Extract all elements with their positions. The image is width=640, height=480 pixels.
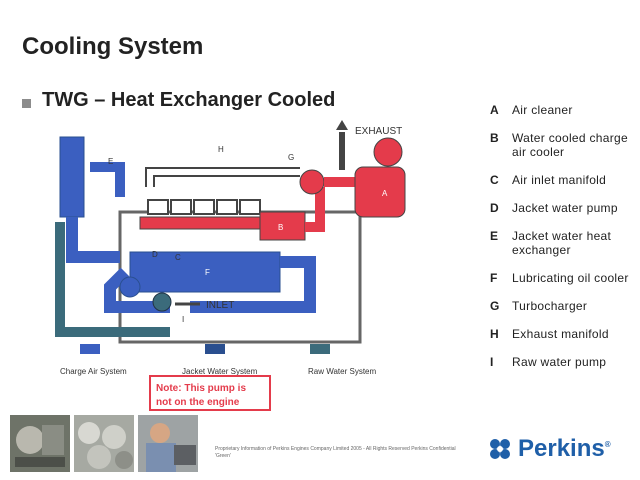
bullet-marker: [22, 99, 31, 108]
charge-air-cooler: [259, 211, 306, 241]
page-subtitle: TWG – Heat Exchanger Cooled: [42, 89, 336, 111]
legend-text-h: Exhaust manifold: [512, 327, 609, 341]
engine-photo-1: [10, 415, 70, 472]
letter-i: I: [182, 315, 184, 324]
legend-text-a: Air cleaner: [512, 103, 573, 117]
jacket-water-pump: [119, 276, 141, 298]
engineer-photo: [138, 415, 198, 472]
letter-g: G: [288, 153, 294, 162]
legend-item-h: H Exhaust manifold: [490, 327, 635, 341]
oil-cooler: [129, 251, 281, 293]
page-title: Cooling System: [22, 33, 204, 60]
legend-item-f: F Lubricating oil cooler: [490, 271, 635, 285]
letter-a: A: [382, 189, 388, 198]
legend-item-i: I Raw water pump: [490, 355, 635, 369]
air-inlet-manifold: [139, 216, 261, 230]
legend-text-d: Jacket water pump: [512, 201, 618, 215]
legend-item-g: G Turbocharger: [490, 299, 635, 313]
legend-text-i: Raw water pump: [512, 355, 607, 369]
legend-key-i: I: [490, 355, 494, 369]
component-legend: A Air cleaner B Water cooled charge air co…: [490, 103, 635, 383]
legend-item-d: D Jacket water pump: [490, 201, 635, 215]
air-cleaner: [354, 166, 406, 218]
heat-exchanger: [59, 136, 85, 218]
legend-item-e: E Jacket water heat exchanger: [490, 229, 635, 257]
legend-key-h: H: [490, 327, 499, 341]
perkins-logo-icon: [490, 439, 510, 459]
legend-key-c: C: [490, 173, 499, 187]
exhaust-label: EXHAUST: [355, 126, 402, 137]
letter-f: F: [205, 268, 210, 277]
letter-b: B: [278, 223, 283, 232]
turbocharger: [299, 169, 325, 195]
jacket-water-label: Jacket Water System: [182, 367, 258, 376]
note-line-2: not on the engine: [156, 397, 240, 408]
legend-key-b: B: [490, 131, 499, 145]
charge-air-label: Charge Air System: [60, 367, 127, 376]
engine-photo-2: [74, 415, 134, 472]
legend-text-b: Water cooled charge air cooler: [512, 131, 628, 159]
jacket-water-swatch: [205, 344, 225, 354]
raw-water-pump: [152, 292, 172, 312]
legend-key-a: A: [490, 103, 499, 117]
note-box: [149, 375, 271, 411]
legend-item-b: B Water cooled charge air cooler: [490, 131, 635, 159]
letter-e: E: [108, 157, 113, 166]
legend-text-c: Air inlet manifold: [512, 173, 607, 187]
legend-key-d: D: [490, 201, 499, 215]
legend-item-c: C Air inlet manifold: [490, 173, 635, 187]
perkins-wordmark: Perkins®: [518, 435, 611, 462]
inlet-label: INLET: [206, 300, 234, 311]
letter-h: H: [218, 145, 224, 154]
raw-water-swatch: [310, 344, 330, 354]
confidential-notice: Proprietary Information of Perkins Engin…: [215, 446, 456, 459]
charge-air-swatch: [80, 344, 100, 354]
cylinder-heads: [147, 199, 261, 215]
note-line-1: Note: This pump is: [156, 383, 246, 394]
raw-water-label: Raw Water System: [308, 367, 376, 376]
legend-text-g: Turbocharger: [512, 299, 588, 313]
perkins-logo: Perkins®: [488, 435, 611, 463]
letter-d: D: [152, 250, 158, 259]
legend-key-f: F: [490, 271, 498, 285]
cooling-system-diagram: EXHAUST INLET E H G A B C D F I Charge A…: [30, 112, 420, 412]
legend-text-e: Jacket water heat exchanger: [512, 229, 612, 257]
legend-item-a: A Air cleaner: [490, 103, 635, 117]
legend-key-e: E: [490, 229, 499, 243]
letter-c: C: [175, 253, 181, 262]
legend-text-f: Lubricating oil cooler: [512, 271, 629, 285]
legend-key-g: G: [490, 299, 500, 313]
